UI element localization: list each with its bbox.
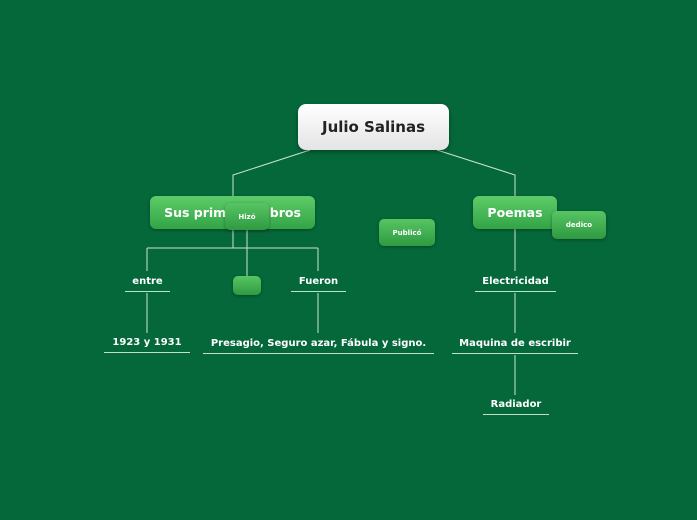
connector-root-primeros [232, 149, 311, 197]
leaf-radiador[interactable]: Radiador [483, 399, 549, 415]
topic-node-poemas[interactable]: Poemas [473, 196, 557, 229]
relation-label-hizo: Hizó [238, 212, 256, 221]
relation-node-hizo[interactable]: Hizó [225, 203, 269, 230]
connector-root-poemas [436, 149, 516, 197]
leaf-books[interactable]: Presagio, Seguro azar, Fábula y signo. [203, 338, 434, 354]
leaf-entre[interactable]: entre [125, 276, 170, 292]
central-topic-node[interactable]: Julio Salinas [298, 104, 449, 150]
relation-node-empty[interactable] [233, 276, 261, 295]
leaf-years[interactable]: 1923 y 1931 [104, 337, 190, 353]
central-topic-label: Julio Salinas [321, 118, 425, 136]
relation-label-publico: Publicó [392, 228, 422, 237]
relation-node-dedico[interactable]: dedico [552, 211, 606, 239]
relation-label-dedico: dedico [565, 221, 593, 229]
topic-label-poemas: Poemas [487, 205, 543, 220]
leaf-maquina-de-escribir[interactable]: Maquina de escribir [452, 338, 578, 354]
relation-node-publico[interactable]: Publicó [379, 219, 435, 246]
leaf-fueron[interactable]: Fueron [291, 276, 346, 292]
leaf-electricidad[interactable]: Electricidad [475, 276, 556, 292]
